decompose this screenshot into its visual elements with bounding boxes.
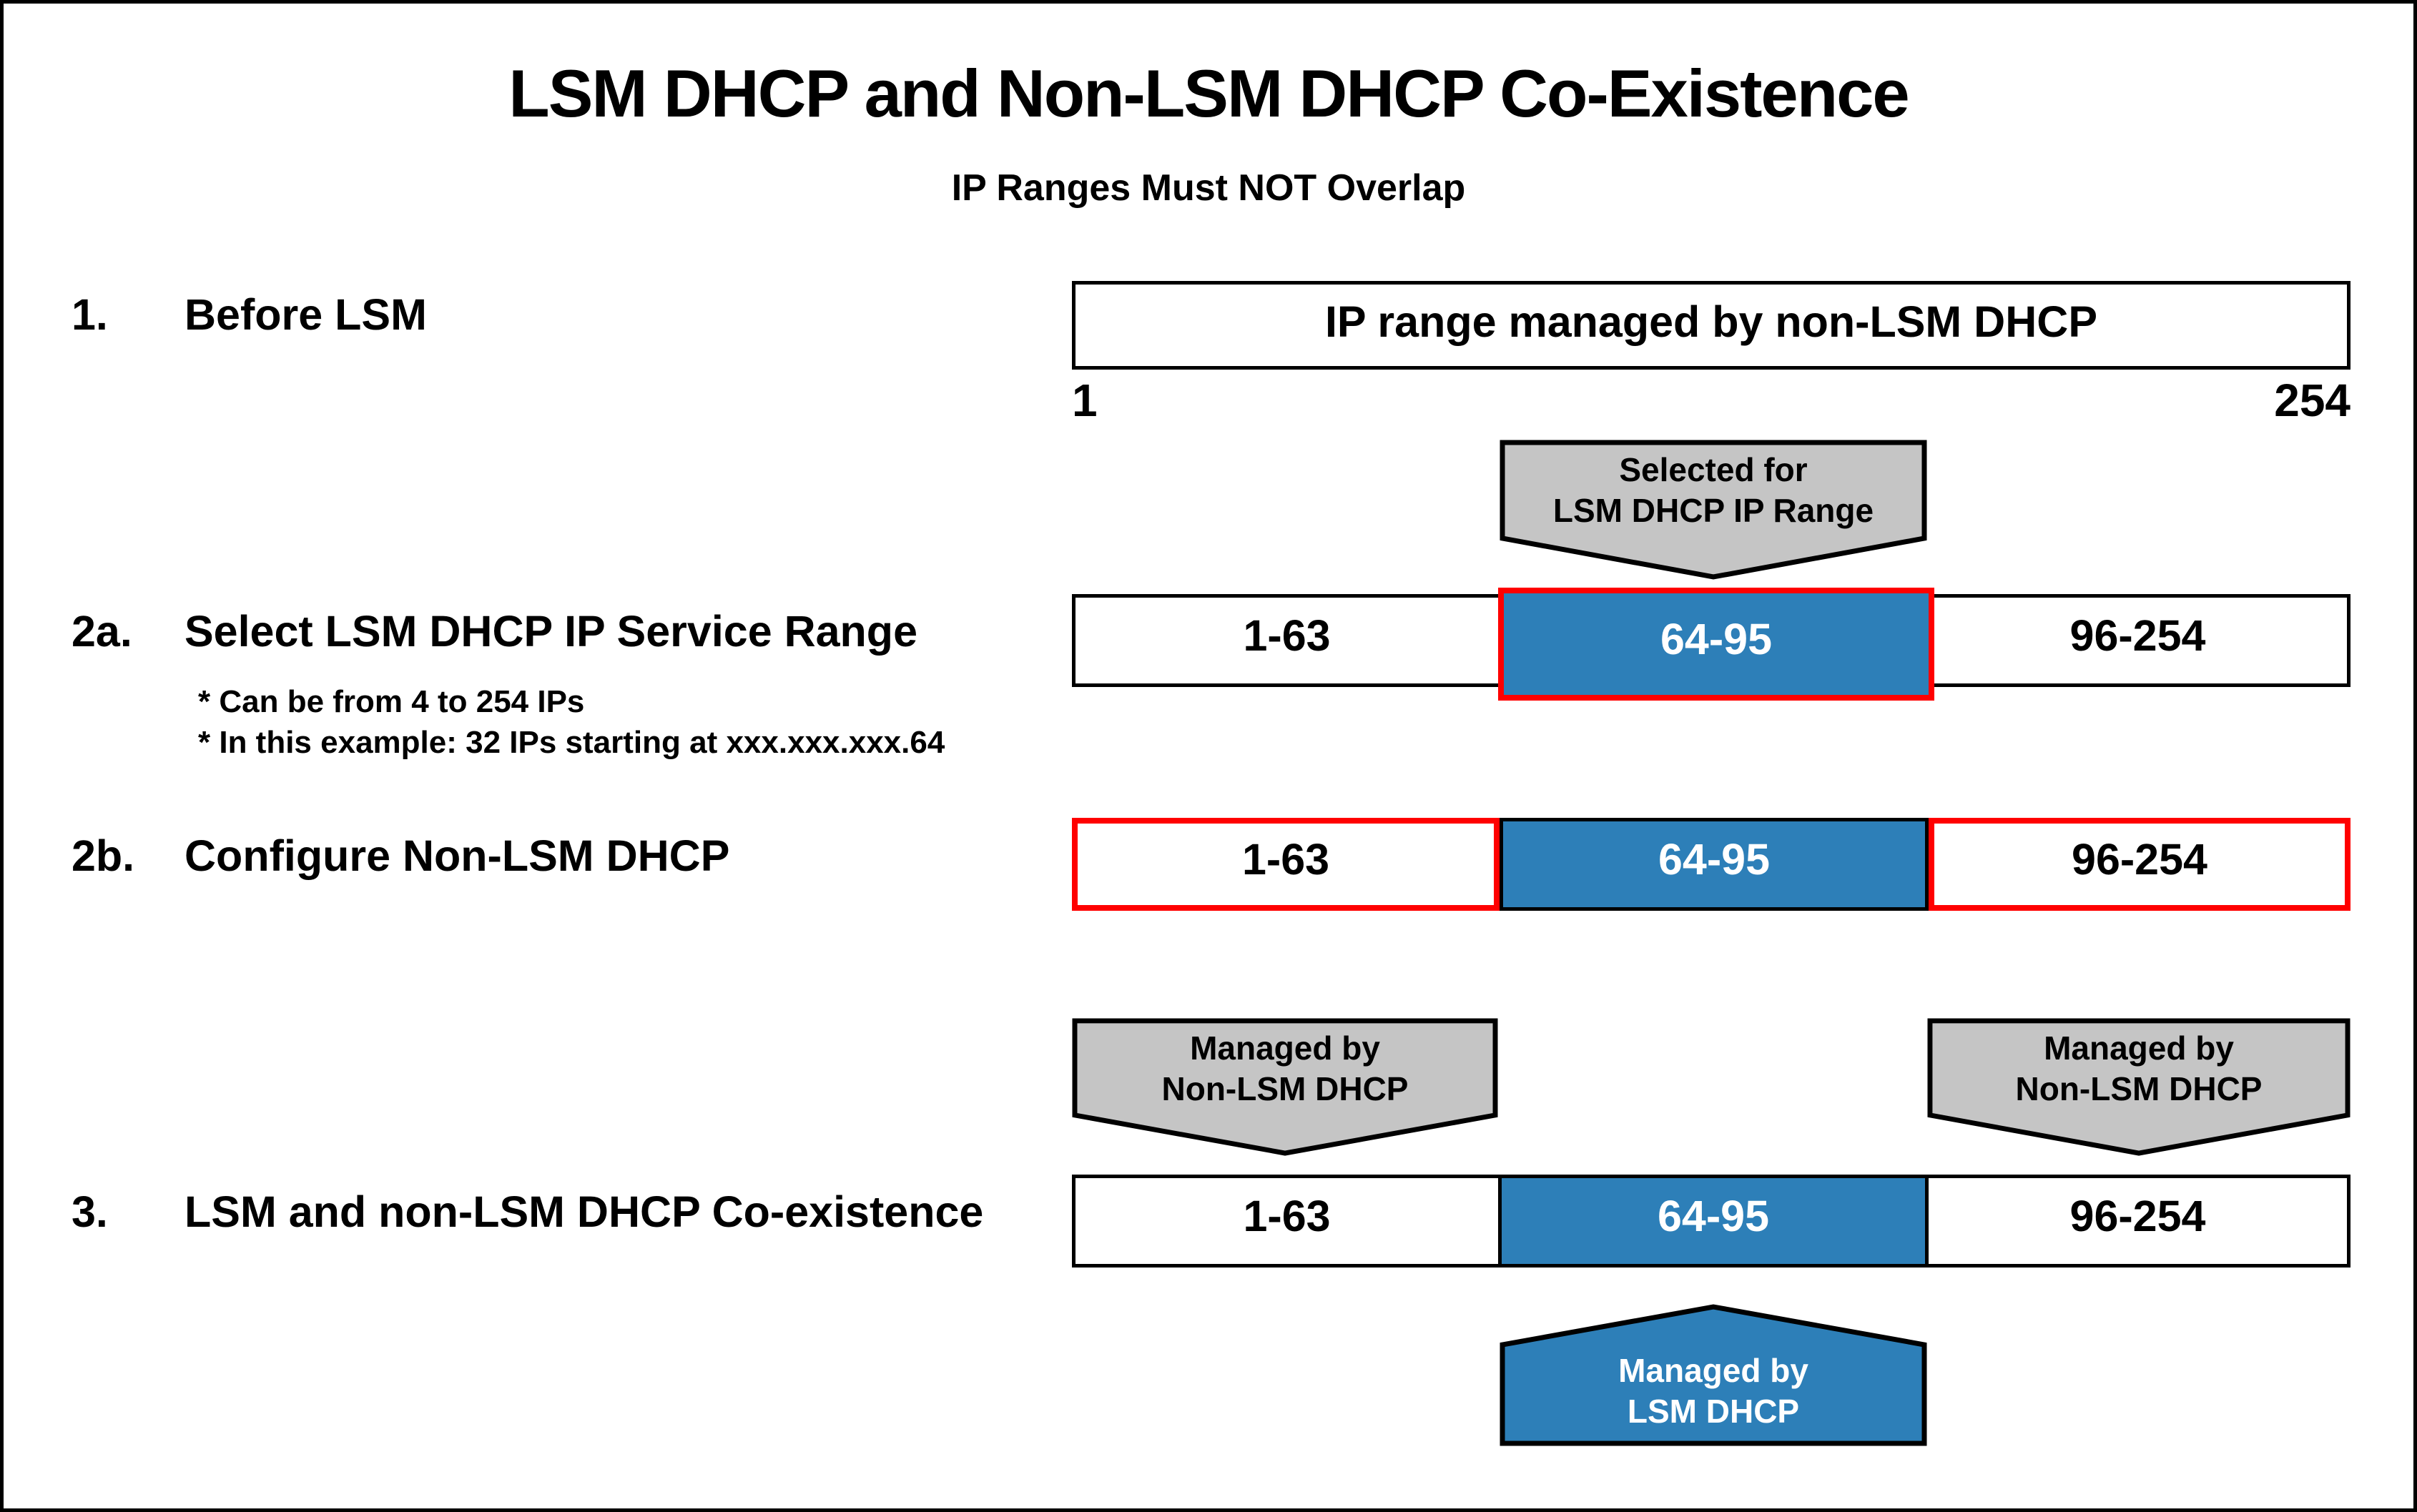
row3-number: 3.	[72, 1187, 108, 1236]
callout-selected-for-lsm: Selected for LSM DHCP IP Range	[1500, 440, 1927, 580]
row2a-notes: * Can be from 4 to 254 IPs * In this exa…	[198, 681, 945, 763]
callout-line2: Non-LSM DHCP	[1161, 1070, 1409, 1107]
diagram-title: LSM DHCP and Non-LSM DHCP Co-Existence	[508, 56, 1909, 131]
down-arrow-callout-shape	[1500, 440, 1927, 580]
row1-range-bar: IP range managed by non-LSM DHCP	[1072, 281, 2350, 370]
row3-segment-96-254: 96-254	[2069, 1192, 2206, 1240]
row3-segment-64-95: 64-95	[1498, 1178, 1929, 1264]
row3-range-bar: 1-63 64-95 96-254	[1072, 1175, 2350, 1268]
callout-line2: Non-LSM DHCP	[2015, 1070, 2263, 1107]
row2b-label: 2b. Configure Non-LSM DHCP	[72, 831, 729, 881]
diagram-subtitle: IP Ranges Must NOT Overlap	[951, 167, 1466, 209]
row2a-note-2: * In this example: 32 IPs starting at xx…	[198, 725, 945, 760]
callout-line1: Selected for	[1619, 451, 1808, 488]
up-arrow-polygon	[1500, 1304, 1927, 1446]
callout-line1: Managed by	[1190, 1029, 1380, 1067]
row2a-range-bar: 1-63 96-254 64-95	[1072, 588, 2350, 701]
row2a-selected-segment-64-95: 64-95	[1498, 588, 1934, 701]
callout-text: Selected for LSM DHCP IP Range	[1500, 450, 1927, 531]
row2a-label: 2a. Select LSM DHCP IP Service Range	[72, 606, 917, 656]
row3-segment-1-63: 1-63	[1243, 1192, 1331, 1240]
callout-text: Managed by Non-LSM DHCP	[1072, 1028, 1498, 1110]
down-arrow-polygon	[1500, 440, 1927, 580]
row3-label-text: LSM and non-LSM DHCP Co-existence	[184, 1187, 984, 1236]
callout-line1: Managed by	[2044, 1029, 2234, 1067]
row2a-number: 2a.	[72, 607, 132, 656]
row2b-segment-64-95: 64-95	[1500, 818, 1929, 911]
callout-line2: LSM DHCP	[1627, 1393, 1800, 1430]
down-arrow-polygon	[1072, 1018, 1498, 1156]
row2b-segment-1-63: 1-63	[1072, 818, 1500, 911]
callout-managed-by-non-lsm-right: Managed by Non-LSM DHCP	[1927, 1018, 2350, 1156]
row2a-segment-96-254: 96-254	[2069, 611, 2206, 660]
row2b-number: 2b.	[72, 831, 135, 880]
row1-label: 1. Before LSM	[72, 290, 427, 340]
row2b-range-bar: 1-63 64-95 96-254	[1072, 818, 2350, 911]
row1-bar-label: IP range managed by non-LSM DHCP	[1324, 297, 2098, 346]
row1-range-ends: 1 254	[1072, 374, 2350, 427]
callout-managed-by-lsm: Managed by LSM DHCP	[1500, 1303, 1927, 1446]
callout-text: Managed by LSM DHCP	[1500, 1350, 1927, 1432]
row2a-label-text: Select LSM DHCP IP Service Range	[184, 607, 917, 656]
callout-text: Managed by Non-LSM DHCP	[1927, 1028, 2350, 1110]
callout-line2: LSM DHCP IP Range	[1552, 492, 1874, 529]
row2b-label-text: Configure Non-LSM DHCP	[184, 831, 730, 880]
row2b-segment-96-254: 96-254	[1929, 818, 2350, 911]
range-start-value: 1	[1072, 375, 1098, 426]
down-arrow-polygon	[1927, 1018, 2350, 1156]
row1-number: 1.	[72, 290, 108, 339]
down-arrow-callout-shape	[1927, 1018, 2350, 1156]
up-arrow-callout-shape	[1500, 1304, 1927, 1446]
range-end-value: 254	[2274, 375, 2350, 426]
callout-managed-by-non-lsm-left: Managed by Non-LSM DHCP	[1072, 1018, 1498, 1156]
row1-label-text: Before LSM	[184, 290, 427, 339]
row2a-note-1: * Can be from 4 to 254 IPs	[198, 684, 585, 719]
row2a-segment-1-63: 1-63	[1243, 611, 1331, 660]
down-arrow-callout-shape	[1072, 1018, 1498, 1156]
row3-label: 3. LSM and non-LSM DHCP Co-existence	[72, 1187, 983, 1237]
callout-line1: Managed by	[1618, 1352, 1808, 1389]
